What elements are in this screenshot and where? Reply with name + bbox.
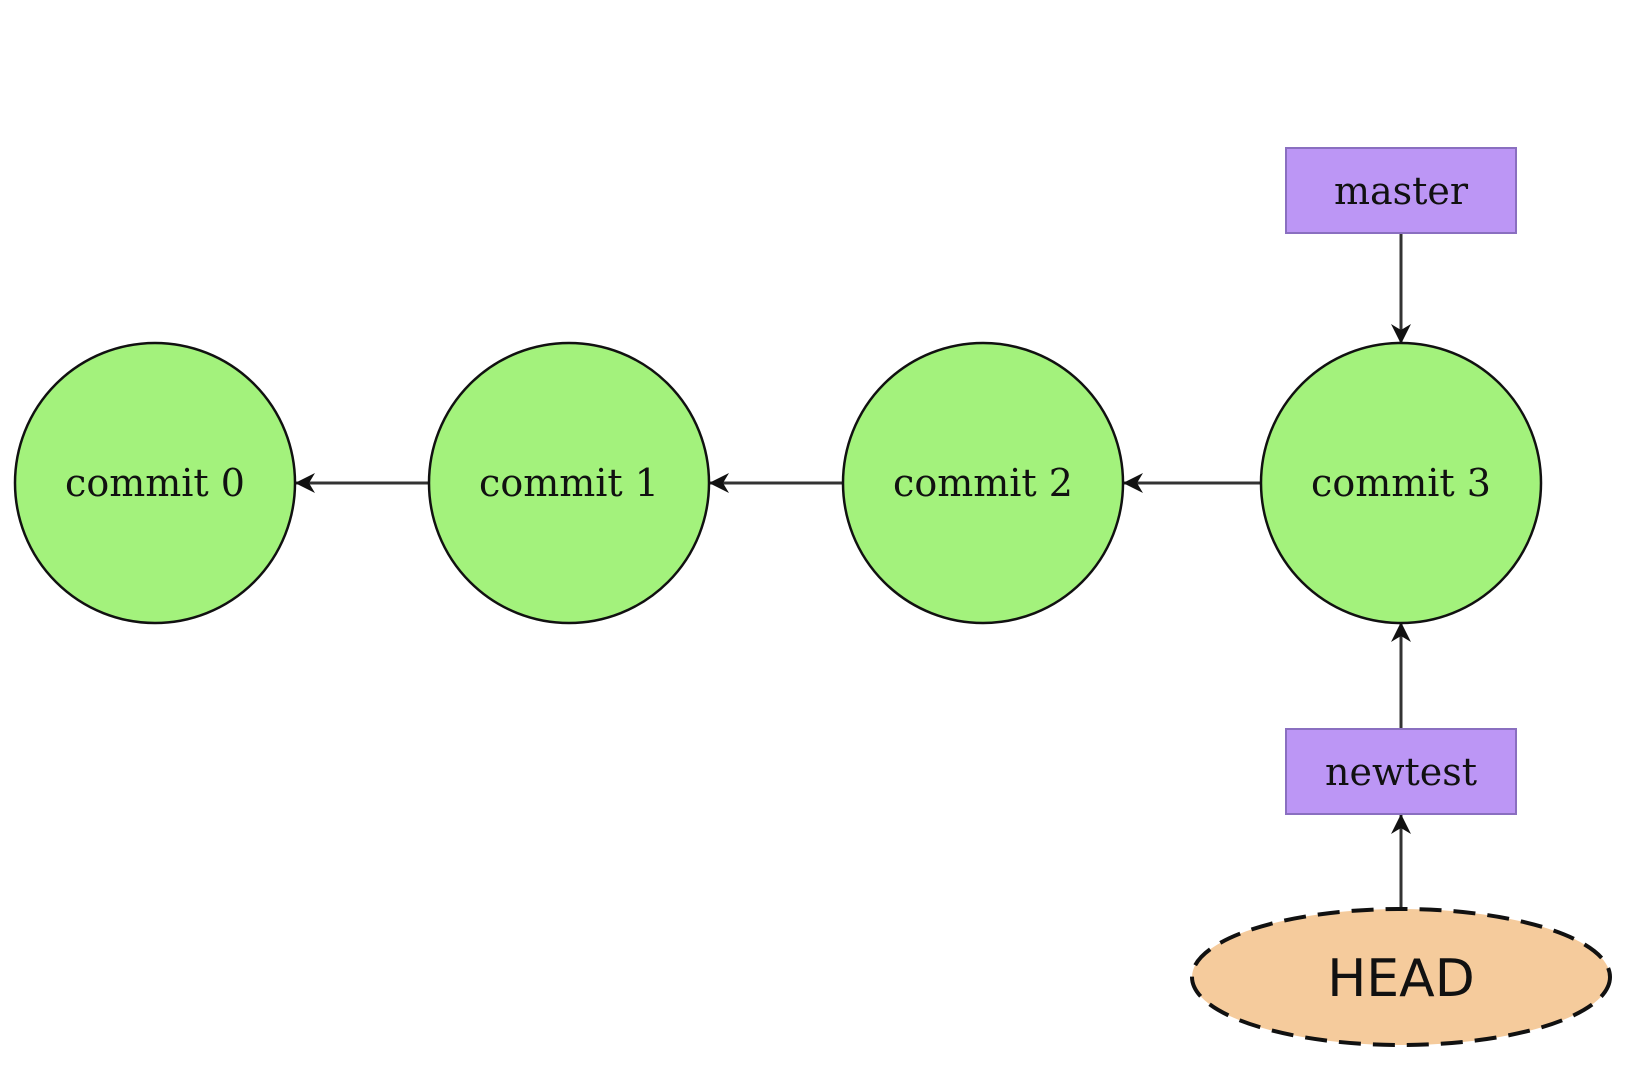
head-pointer: HEAD <box>1190 907 1612 1047</box>
commit-circle <box>1259 341 1543 625</box>
head-label: HEAD <box>1327 949 1475 1009</box>
branch-master: master <box>1285 147 1517 234</box>
commit-circle <box>427 341 711 625</box>
branch-box <box>1285 728 1517 815</box>
commit-label: commit 2 <box>893 461 1073 505</box>
commit-node-2: commit 2 <box>841 341 1125 625</box>
commit-node-1: commit 1 <box>427 341 711 625</box>
commit-circle <box>841 341 1125 625</box>
commit-label: commit 1 <box>479 461 659 505</box>
head-ellipse <box>1190 907 1612 1047</box>
commit-label: commit 0 <box>65 461 245 505</box>
commit-node-3: commit 3 <box>1259 341 1543 625</box>
branch-newtest: newtest <box>1285 728 1517 815</box>
commit-node-0: commit 0 <box>13 341 297 625</box>
branch-box <box>1285 147 1517 234</box>
commit-circle <box>13 341 297 625</box>
commit-label: commit 3 <box>1311 461 1491 505</box>
branch-label: master <box>1334 169 1469 213</box>
branch-label: newtest <box>1325 750 1477 794</box>
